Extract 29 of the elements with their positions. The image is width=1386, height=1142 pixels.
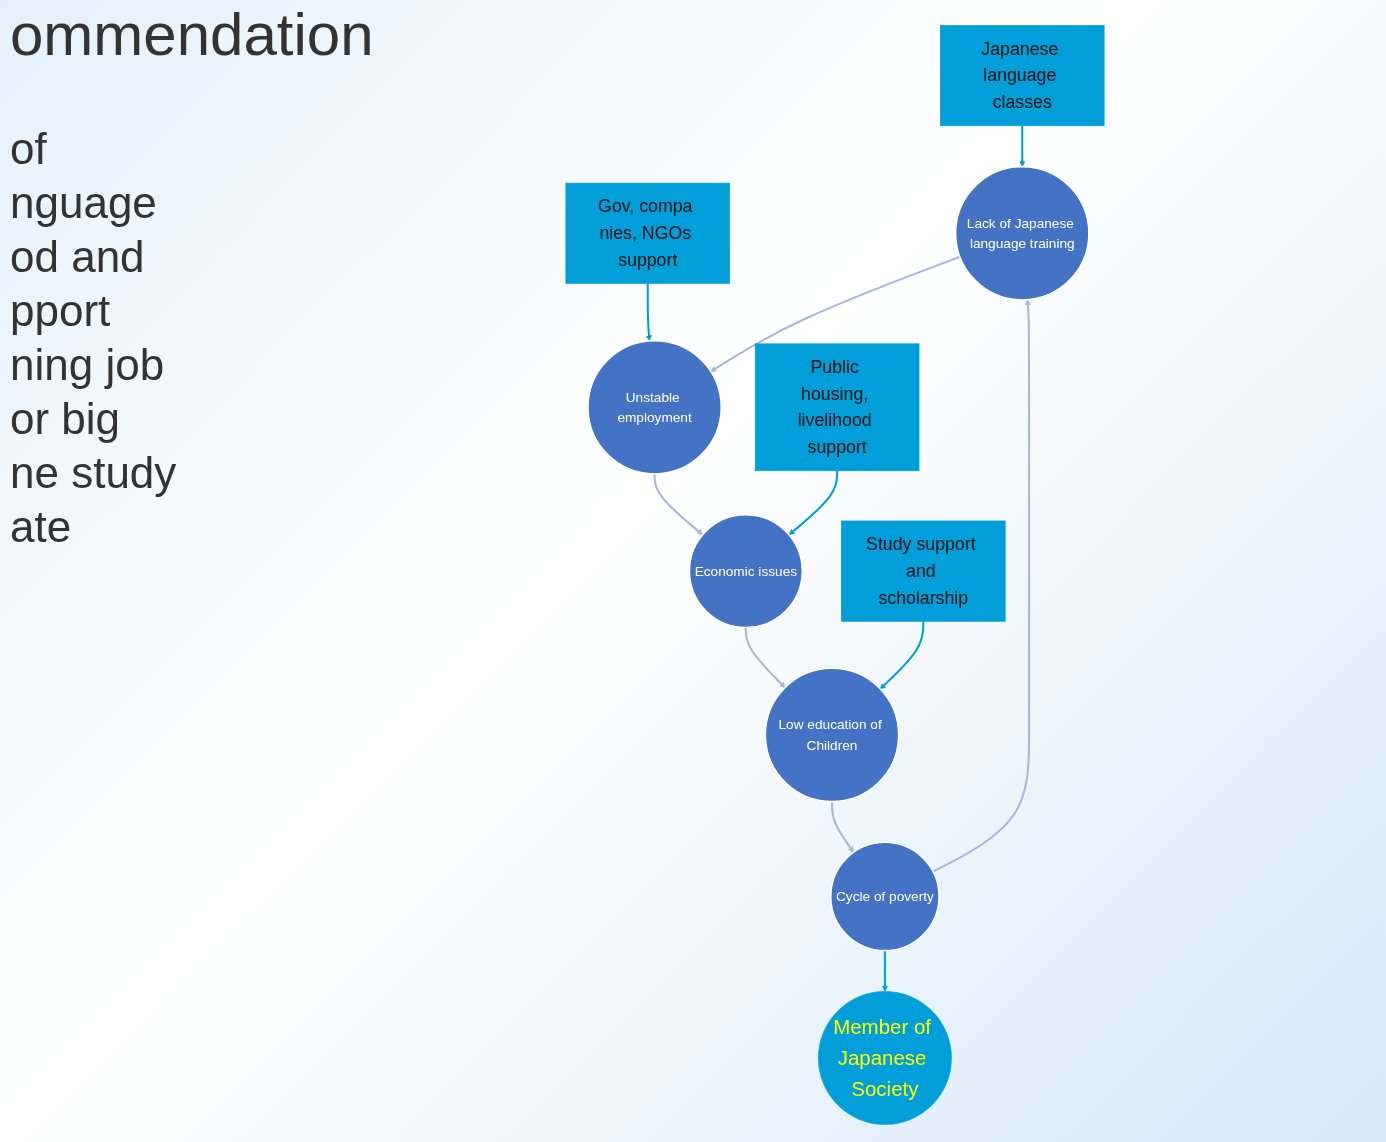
arrow [788,470,839,536]
bullet-text: pport [10,286,112,336]
node-box: Japanese language classes [940,25,1105,127]
node-box: Gov, compa nies, NGOs support [565,182,730,284]
bullet-text: ning job [10,340,166,390]
node-circle: Unstable employment [587,340,722,475]
bullet-text: nguage [10,178,158,228]
node-circle: Low education of Children [764,667,900,803]
bullet-text: ne study [10,448,178,498]
arrow [744,627,786,688]
arrow [932,299,1031,873]
arrow [645,283,652,342]
arrow [831,801,854,853]
arrow [710,255,961,372]
arrow [653,473,703,536]
node-circle: Member of Japanese Society [818,991,952,1125]
slide-title: ommendation [10,0,374,69]
bullet-text: ate [10,502,73,552]
bullet-text: or big [10,394,122,444]
bullet-text: od and [10,232,146,282]
arrow [879,621,925,690]
node-circle: Cycle of poverty [830,841,940,952]
node-circle: Economic issues [688,514,803,629]
arrow [1019,125,1026,167]
bullet-text: of [10,124,48,174]
node-circle: Lack of Japanese language training [955,166,1090,301]
arrow [881,950,888,992]
node-box: Study support and scholarship [841,520,1006,622]
node-box: Public housing, livelihood support [754,343,920,472]
